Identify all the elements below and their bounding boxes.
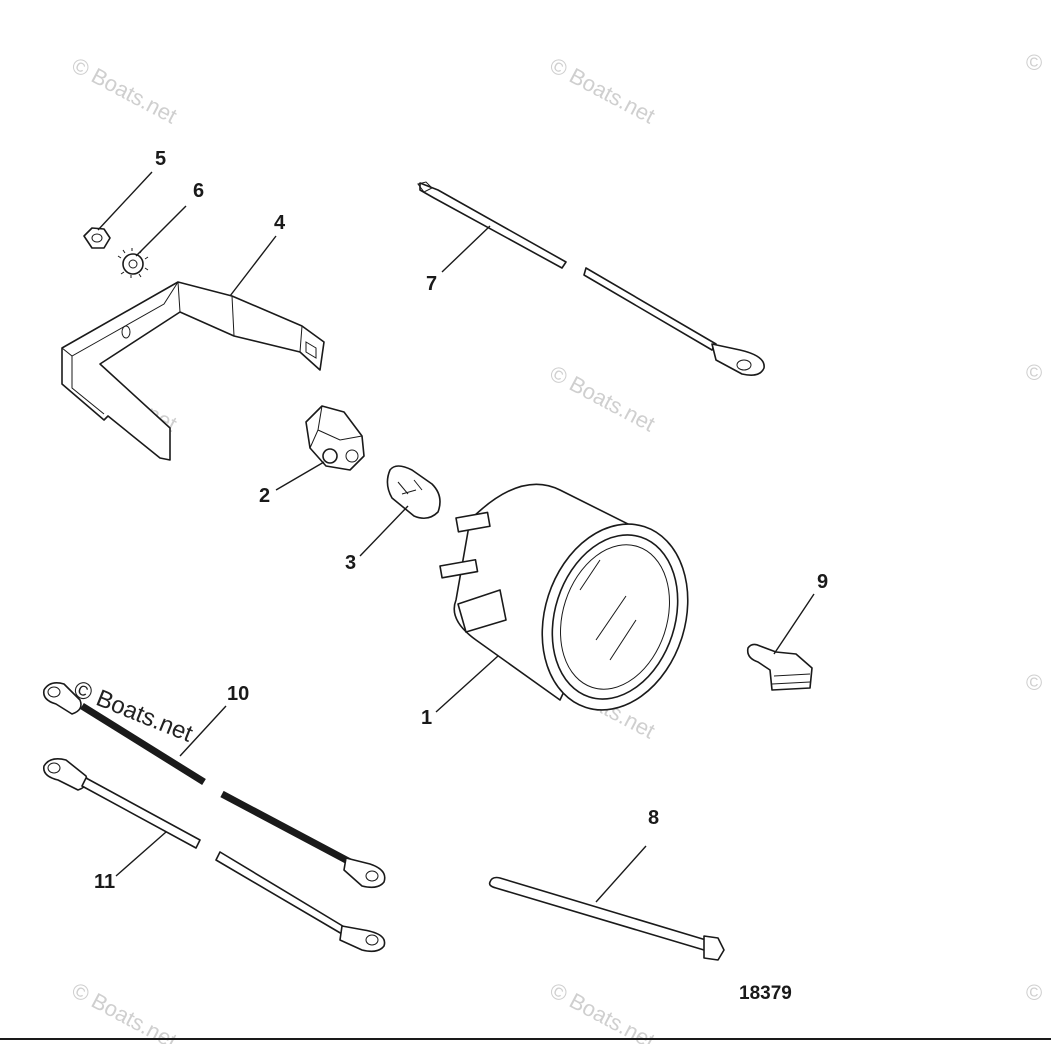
watermark: © Boats.net — [546, 52, 660, 128]
leader-line-4 — [229, 235, 277, 297]
watermark: © — [1026, 360, 1042, 385]
leader-line-7 — [441, 225, 491, 273]
callout-10: 10 — [227, 683, 249, 705]
leader-line-11 — [115, 831, 167, 877]
callouts: 5 6 4 7 2 3 1 9 10 11 8 — [94, 148, 828, 893]
terminal-connector-icon — [746, 643, 813, 691]
mounting-bracket-icon — [61, 281, 325, 461]
callout-1: 1 — [421, 707, 432, 729]
leader-line-1 — [435, 655, 499, 713]
watermark: © Boats.net — [68, 52, 182, 128]
bulb-socket-icon — [305, 405, 365, 471]
hex-nut-icon — [83, 227, 111, 249]
leader-line-3 — [359, 505, 409, 557]
leader-line-9 — [773, 593, 815, 655]
callout-8: 8 — [648, 807, 659, 829]
leader-lines — [97, 171, 815, 903]
callout-2: 2 — [259, 485, 270, 507]
wire-lead-icon — [417, 181, 765, 376]
callout-11: 11 — [94, 871, 115, 893]
callout-6: 6 — [193, 180, 204, 202]
watermark: © — [1026, 670, 1042, 695]
leader-line-10 — [179, 705, 227, 757]
figure-number: 18379 — [739, 983, 792, 1004]
watermark: © — [1026, 50, 1042, 75]
bulb-icon — [386, 465, 441, 520]
cable-tie-icon — [488, 876, 725, 961]
leader-line-5 — [97, 171, 153, 231]
leader-line-8 — [595, 845, 647, 903]
watermark: © Boats.net — [68, 977, 182, 1044]
callout-5: 5 — [155, 148, 166, 170]
wire-lead-icon — [42, 682, 386, 889]
leader-line-6 — [135, 205, 187, 257]
watermark: © Boats.net — [546, 360, 660, 436]
callout-9: 9 — [817, 571, 828, 593]
watermark: © Boats.net — [546, 977, 660, 1044]
watermark: © — [1026, 980, 1042, 1005]
gauge-housing-icon — [439, 483, 689, 711]
wire-lead-icon — [42, 758, 386, 953]
leader-line-2 — [275, 461, 325, 491]
lock-washer-icon — [117, 248, 149, 278]
callout-4: 4 — [274, 212, 286, 234]
callout-3: 3 — [345, 552, 356, 574]
callout-7: 7 — [426, 273, 437, 295]
